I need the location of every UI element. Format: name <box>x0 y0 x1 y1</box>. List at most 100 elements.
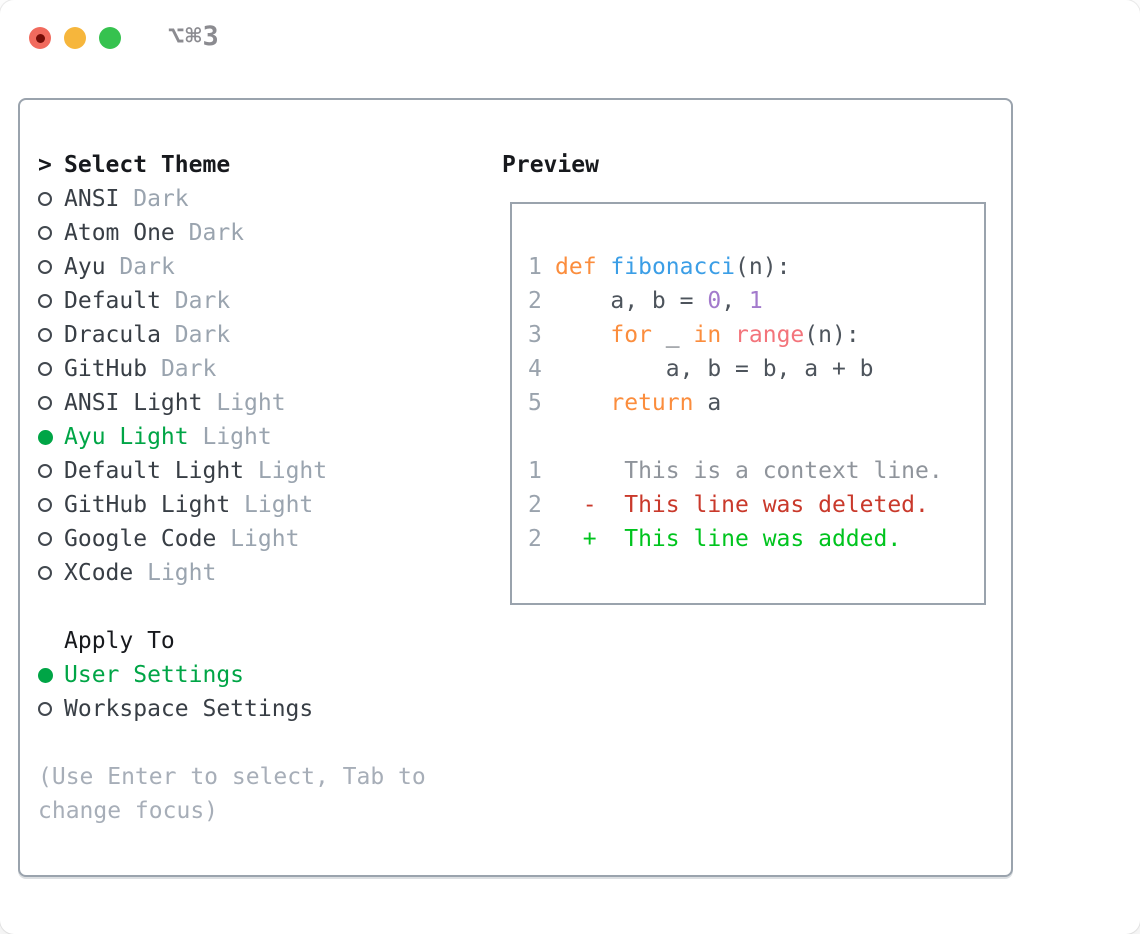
theme-option[interactable]: Ayu Dark <box>38 250 474 284</box>
radio-icon <box>38 464 64 478</box>
line-number: 2 <box>528 492 542 518</box>
zoom-button[interactable] <box>99 27 121 49</box>
diff-text: + This line was added. <box>555 526 902 552</box>
code-token: a, b = <box>555 288 708 314</box>
code-token: a <box>693 390 722 416</box>
code-token <box>721 318 735 352</box>
code-sample: 1 def fibonacci (n): 2 a, b = 0, 1 3 for _ i… <box>528 250 984 420</box>
theme-option[interactable]: XCode Light <box>38 556 474 590</box>
radio-icon <box>38 532 64 546</box>
hint-text: (Use Enter to select, Tab to change focu… <box>38 764 426 824</box>
theme-option[interactable]: Dracula Dark <box>38 318 474 352</box>
theme-option-label: ANSI Light <box>64 390 203 416</box>
radio-icon <box>38 192 64 206</box>
theme-variant-tag: Light <box>244 492 314 518</box>
minimize-button[interactable] <box>64 27 86 49</box>
line-number: 3 <box>528 322 542 348</box>
theme-variant-tag: Dark <box>174 322 231 348</box>
spacer <box>38 726 474 760</box>
close-dot-icon <box>35 33 45 43</box>
code-token: (n): <box>804 322 860 348</box>
theme-option[interactable]: Google Code Light <box>38 522 474 556</box>
diff-sample: 1 This is a context line.2 - This line w… <box>528 454 984 556</box>
code-token: _ <box>651 322 694 348</box>
traffic-lights <box>29 27 121 49</box>
theme-variant-tag: Dark <box>188 220 245 246</box>
diff-text: This is a context line. <box>555 458 943 484</box>
code-token: for <box>610 322 652 348</box>
theme-variant-tag: Light <box>202 424 272 450</box>
radio-selected-icon <box>38 429 64 445</box>
theme-option-label: Dracula <box>64 322 161 348</box>
line-number: 2 <box>528 288 542 314</box>
code-token: def <box>555 254 597 280</box>
theme-variant-tag: Light <box>257 458 328 484</box>
window-title: ⌥⌘3 <box>168 21 220 52</box>
radio-icon <box>38 362 64 376</box>
preview-heading: Preview <box>502 152 599 178</box>
code-token: in <box>693 322 722 348</box>
select-theme-heading-row: > Select Theme <box>38 148 474 182</box>
radio-icon <box>38 702 64 716</box>
code-line: 5 return a <box>528 386 984 420</box>
diff-line-deleted: 2 - This line was deleted. <box>528 488 984 522</box>
code-token: 0 <box>707 288 722 314</box>
apply-to-option-label: Workspace Settings <box>64 696 314 722</box>
code-token: 1 <box>748 288 763 314</box>
theme-variant-tag: Dark <box>174 288 231 314</box>
theme-option-label: GitHub <box>64 356 148 382</box>
code-line: 4 a, b = b, a + b <box>528 352 984 386</box>
line-number: 2 <box>528 526 542 552</box>
close-button[interactable] <box>29 27 51 49</box>
radio-icon <box>38 498 64 512</box>
radio-icon <box>38 396 64 410</box>
theme-option[interactable]: GitHub Dark <box>38 352 474 386</box>
apply-to-option[interactable]: Workspace Settings <box>38 692 474 726</box>
theme-variant-tag: Light <box>216 390 286 416</box>
radio-icon <box>38 226 64 240</box>
titlebar: ⌥⌘3 <box>0 0 1140 98</box>
theme-option[interactable]: GitHub Light Light <box>38 488 474 522</box>
theme-variant-tag: Light <box>147 560 217 586</box>
theme-option-label: Ayu Light <box>64 424 189 450</box>
theme-variant-tag: Dark <box>160 356 217 382</box>
radio-selected-icon <box>38 667 64 683</box>
theme-option-label: Ayu <box>64 254 106 280</box>
theme-option-label: Atom One <box>64 220 175 246</box>
theme-option[interactable]: Atom One Dark <box>38 216 474 250</box>
theme-option[interactable]: Ayu Light Light <box>38 420 474 454</box>
theme-option-label: GitHub Light <box>64 492 231 518</box>
preview-box: 1 def fibonacci (n): 2 a, b = 0, 1 3 for _ i… <box>510 202 986 605</box>
select-theme-heading: Select Theme <box>64 152 231 178</box>
theme-option-label: Default <box>64 288 161 314</box>
line-number: 1 <box>528 254 542 280</box>
theme-option[interactable]: ANSI Light Light <box>38 386 474 420</box>
theme-option-label: Default Light <box>64 458 245 484</box>
line-number: 5 <box>528 390 542 416</box>
code-token: return <box>610 390 694 416</box>
code-token: , <box>721 288 749 314</box>
radio-icon <box>38 566 64 580</box>
theme-option[interactable]: Default Light Light <box>38 454 474 488</box>
code-token <box>555 318 610 352</box>
code-token: fibonacci <box>610 254 736 280</box>
theme-option[interactable]: Default Dark <box>38 284 474 318</box>
diff-line-added: 2 + This line was added. <box>528 522 984 556</box>
theme-variant-tag: Dark <box>133 186 189 212</box>
theme-option-label: ANSI <box>64 186 120 212</box>
code-token: range <box>735 322 805 348</box>
apply-to-option[interactable]: User Settings <box>38 658 474 692</box>
line-number: 1 <box>528 458 542 484</box>
code-line: 2 a, b = 0, 1 <box>528 284 984 318</box>
theme-option[interactable]: ANSI Dark <box>38 182 474 216</box>
diff-line-context: 1 This is a context line. <box>528 454 984 488</box>
radio-icon <box>38 294 64 308</box>
focus-caret-icon: > <box>38 152 52 178</box>
line-number: 4 <box>528 356 542 382</box>
